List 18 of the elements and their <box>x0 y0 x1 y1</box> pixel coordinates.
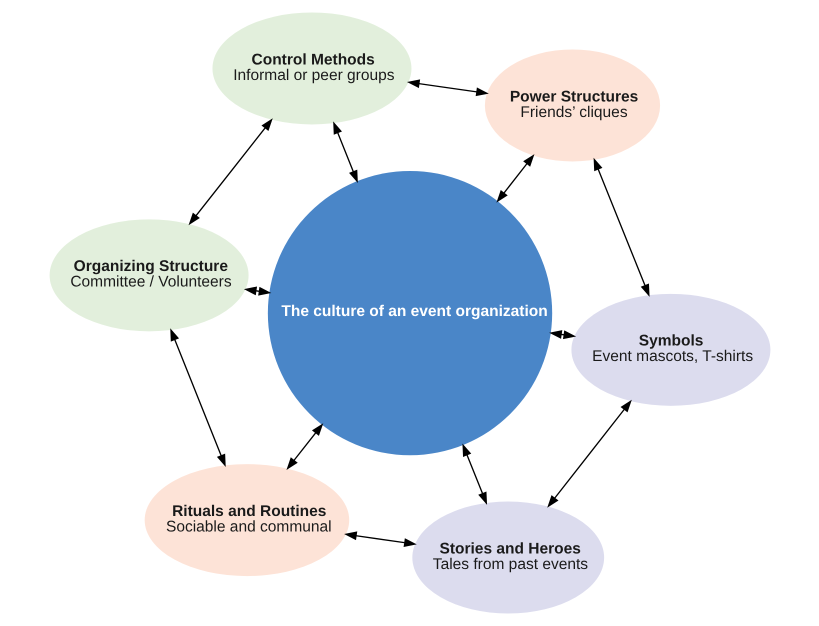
node-ellipse: Control Methods Informal or peer groups <box>212 12 411 124</box>
arrow <box>548 330 576 340</box>
arrow <box>170 328 226 468</box>
arrow <box>286 423 323 470</box>
arrow <box>243 286 271 296</box>
arrow <box>496 154 534 203</box>
node-ellipse: Organizing Structure Committee / Volunteers <box>49 219 248 332</box>
node-ellipse: Rituals and Routines Sociable and communal <box>144 464 349 576</box>
arrow <box>406 79 488 96</box>
node-ellipse: Symbols Event mascots, T-shirts <box>570 294 770 406</box>
arrow <box>593 158 650 297</box>
arrow <box>546 400 632 508</box>
arrow <box>332 121 358 183</box>
node-ellipse: Power Structures Friends’ cliques <box>484 49 660 162</box>
arrow <box>462 444 487 505</box>
arrow <box>188 118 272 226</box>
node-ellipse: Stories and Heroes Tales from past events <box>412 502 604 614</box>
arrow <box>344 531 416 547</box>
